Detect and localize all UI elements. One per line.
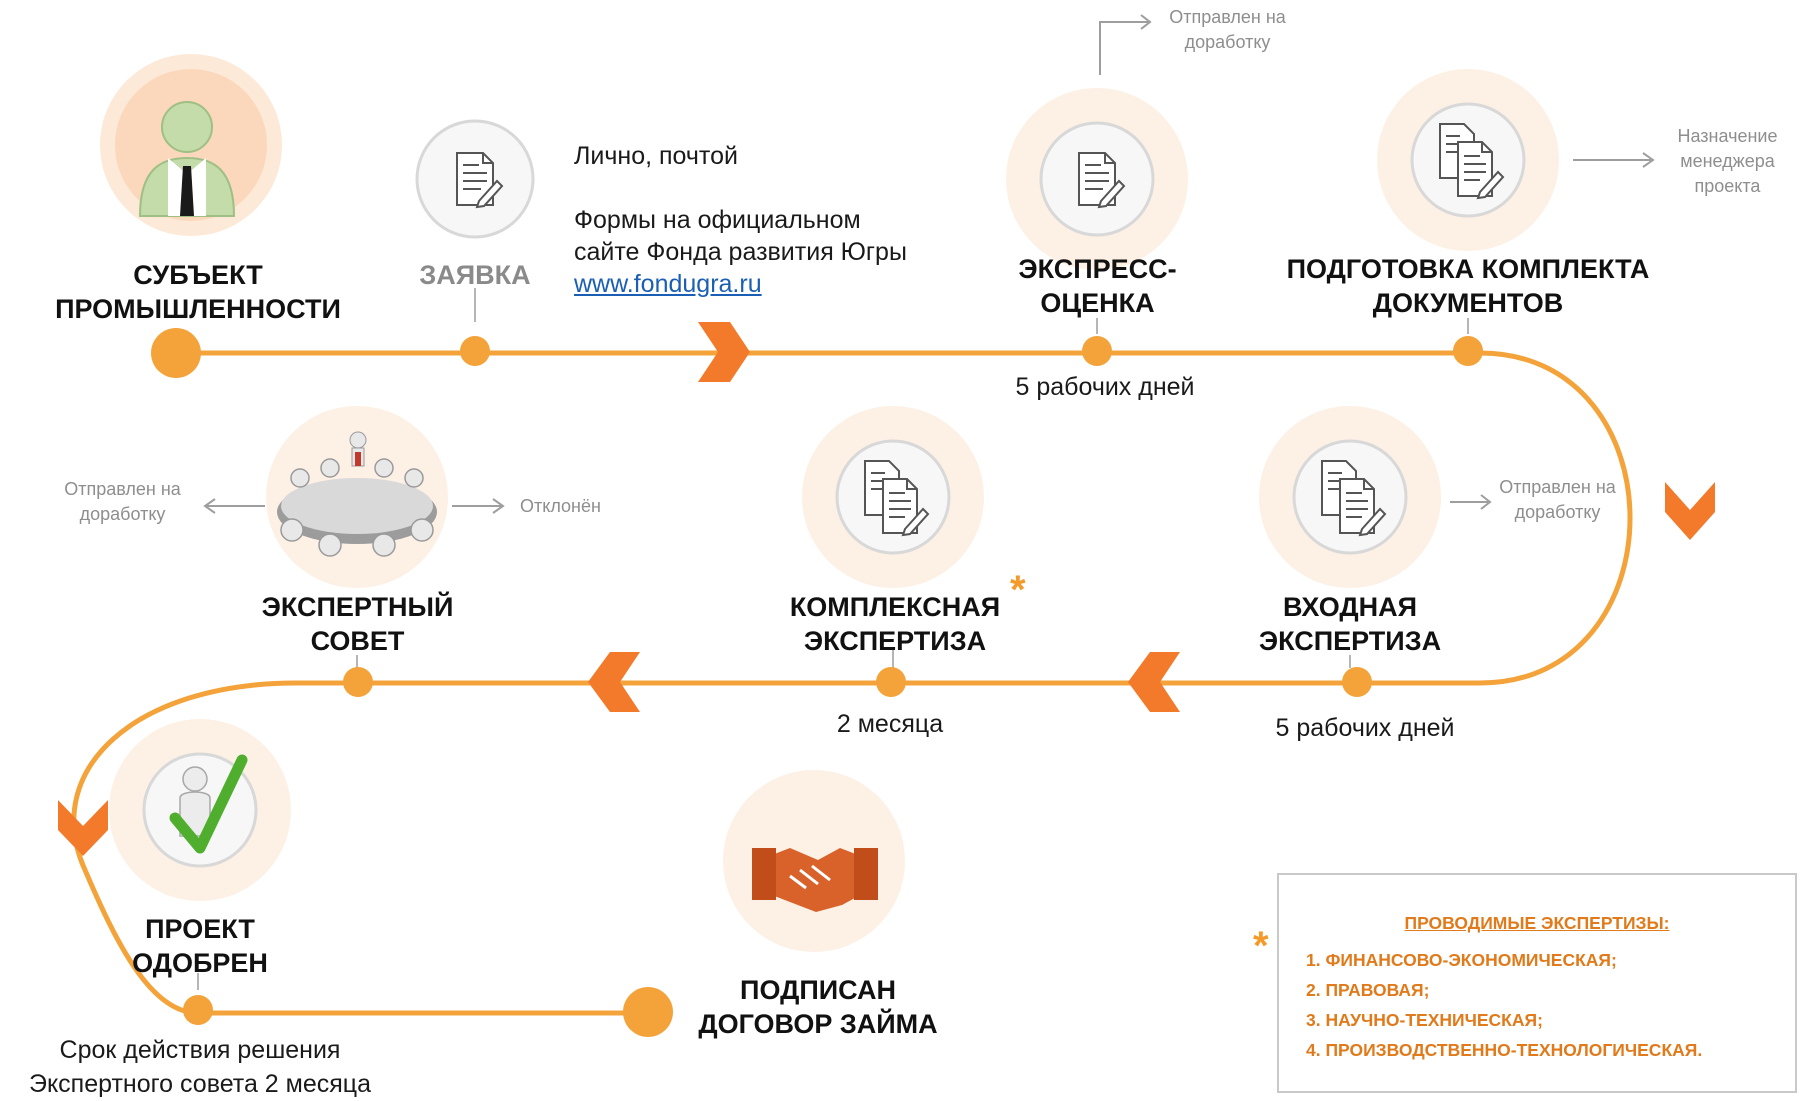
legend-item: 3. НАУЧНО-ТЕХНИЧЕСКАЯ; [1306, 1010, 1543, 1030]
note-line: Отправлен на [64, 479, 181, 499]
chevron-arrows [58, 322, 1715, 856]
arrow-up-right-icon [1099, 21, 1150, 75]
stage-label-line: ПОДПИСАН [740, 975, 896, 1005]
application-method-text: Лично, почтой [574, 142, 738, 170]
chevron-down-icon [1665, 482, 1715, 540]
application-node-circle [415, 119, 535, 239]
entry-duration: 5 рабочих дней [1275, 714, 1455, 742]
council-dot [343, 667, 373, 697]
stage-label-line: ПРОЕКТ [145, 914, 255, 944]
approved-dot [183, 995, 213, 1025]
stage-label-docs: ПОДГОТОВКА КОМПЛЕКТА ДОКУМЕНТОВ [1268, 252, 1668, 320]
docs-node-circle [1377, 69, 1559, 251]
note-line: Отправлен на [1169, 7, 1286, 27]
chevron-down-icon [58, 800, 108, 856]
stage-label-line: ДОКУМЕНТОВ [1372, 288, 1564, 318]
rejected-note: Отклонён [520, 496, 601, 516]
note-line: менеджера [1680, 151, 1775, 171]
complex-node-circle [802, 406, 984, 588]
manager-assignment-note: Назначение менеджера проекта [1655, 124, 1800, 199]
stage-label-line: ЭКСПРЕСС- [1018, 254, 1177, 284]
chevron-right-icon [698, 322, 750, 382]
stage-label-line: ПОДГОТОВКА КОМПЛЕКТА [1286, 254, 1650, 284]
end-dot [623, 987, 673, 1037]
complex-dot [876, 667, 906, 697]
side-arrows [203, 14, 1655, 514]
legend-asterisk: * [1253, 924, 1269, 968]
stage-label-line: ЗАЯВКА [419, 260, 531, 290]
legend-item: 1. ФИНАНСОВО-ЭКОНОМИЧЕСКАЯ; [1306, 950, 1617, 970]
stage-label-line: ВХОДНАЯ [1282, 592, 1418, 622]
entry-node-circle [1259, 406, 1441, 588]
connector-lines [197, 288, 1469, 990]
person-checkmark-icon [169, 754, 248, 854]
application-forms-text: Формы на официальном [574, 206, 861, 234]
note-line: Отправлен на [1499, 477, 1616, 497]
note-line: проекта [1694, 176, 1761, 196]
stage-label-line: ОДОБРЕН [132, 948, 268, 978]
stage-label-approved: ПРОЕКТ ОДОБРЕН [100, 912, 300, 980]
chevron-left-icon [588, 652, 640, 712]
stage-label-line: ЭКСПЕРТИЗА [1258, 626, 1442, 656]
stage-label-council: ЭКСПЕРТНЫЙ СОВЕТ [220, 590, 495, 658]
stage-label-line: ДОГОВОР ЗАЙМА [698, 1009, 938, 1039]
flow-path [71, 350, 1633, 1016]
chevron-left-icon [1128, 652, 1180, 712]
stage-label-line: КОМПЛЕКСНАЯ [789, 592, 1001, 622]
note-line: Экспертного совета 2 месяца [28, 1070, 372, 1098]
start-dot [151, 328, 201, 378]
stage-label-line: СОВЕТ [310, 626, 405, 656]
docs-dot [1453, 336, 1483, 366]
entry-return-note: Отправлен на доработку [1480, 475, 1635, 525]
fund-website-link[interactable]: www.fondugra.ru [574, 270, 762, 298]
complex-asterisk: * [1010, 568, 1026, 612]
legend-item: 4. ПРОИЗВОДСТВЕННО-ТЕХНОЛОГИЧЕСКАЯ. [1306, 1040, 1703, 1060]
express-return-note: Отправлен на доработку [1140, 5, 1315, 55]
note-line: Срок действия решения [59, 1036, 341, 1064]
express-duration: 5 рабочих дней [1015, 373, 1195, 401]
stage-label-line: СУБЪЕКТ [133, 260, 263, 290]
stage-label-line: ОЦЕНКА [1040, 288, 1155, 318]
application-dot [460, 336, 490, 366]
stage-label-line: ЭКСПЕРТНЫЙ [261, 592, 454, 622]
note-line: Назначение [1677, 126, 1778, 146]
stage-label-subject: СУБЪЕКТ ПРОМЫШЛЕННОСТИ [28, 258, 368, 326]
legend-list: 1. ФИНАНСОВО-ЭКОНОМИЧЕСКАЯ; 2. ПРАВОВАЯ;… [1306, 945, 1702, 1065]
application-info: Лично, почтой Формы на официальном сайте… [574, 140, 1004, 300]
entry-dot [1342, 667, 1372, 697]
meeting-table-icon [277, 431, 437, 557]
council-return-note: Отправлен на доработку [45, 477, 200, 527]
expertise-legend: ПРОВОДИМЫЕ ЭКСПЕРТИЗЫ: 1. ФИНАНСОВО-ЭКОН… [1277, 873, 1797, 1093]
business-person-icon [138, 101, 236, 217]
legend-item: 2. ПРАВОВАЯ; [1306, 980, 1430, 1000]
handshake-icon [752, 848, 878, 912]
stage-label-application: ЗАЯВКА [395, 258, 555, 292]
stage-label-complex: КОМПЛЕКСНАЯ ЭКСПЕРТИЗА [740, 590, 1050, 658]
express-node-circle [1006, 88, 1188, 270]
stage-label-entry: ВХОДНАЯ ЭКСПЕРТИЗА [1210, 590, 1490, 658]
stage-label-signed: ПОДПИСАН ДОГОВОР ЗАЙМА [688, 973, 948, 1041]
note-line: доработку [1514, 502, 1601, 522]
approved-validity-note: Срок действия решения Экспертного совета… [0, 1033, 400, 1101]
note-line: доработку [1184, 32, 1271, 52]
complex-duration: 2 месяца [836, 710, 944, 738]
stage-label-line: ЭКСПЕРТИЗА [803, 626, 987, 656]
note-line: доработку [79, 504, 166, 524]
express-dot [1082, 336, 1112, 366]
stage-label-line: ПРОМЫШЛЕННОСТИ [55, 294, 341, 324]
legend-title: ПРОВОДИМЫЕ ЭКСПЕРТИЗЫ: [1404, 913, 1670, 933]
application-forms-text: сайте Фонда развития Югры [574, 238, 907, 266]
stage-label-express: ЭКСПРЕСС- ОЦЕНКА [985, 252, 1210, 320]
